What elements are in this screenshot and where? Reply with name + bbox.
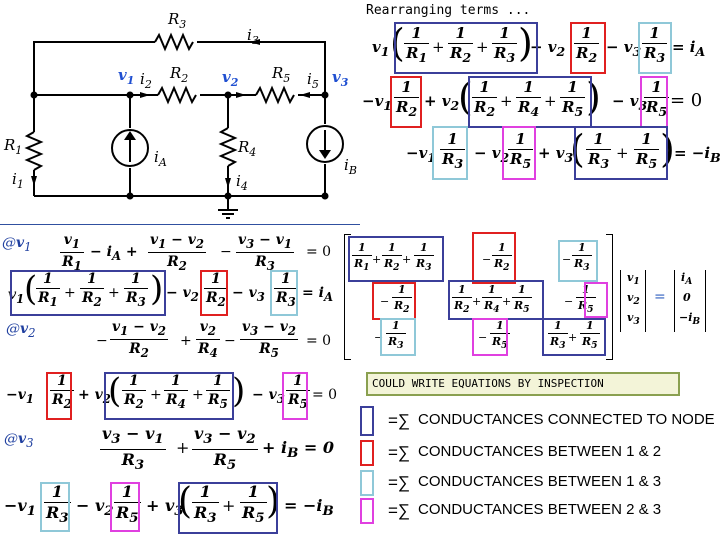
hl-mat-22 <box>448 280 544 320</box>
highlight-node2-sum <box>104 372 234 420</box>
var-v1: v1 <box>627 271 640 288</box>
label-v3: v3 <box>332 68 349 89</box>
legend: =∑ CONDUCTANCES CONNECTED TO NODE =∑ CON… <box>360 404 715 534</box>
highlight-node2-r5 <box>282 372 308 420</box>
legend-text-2: CONDUCTANCES BETWEEN 1 & 2 <box>418 443 662 460</box>
node-label-v3: @v3 <box>4 431 34 450</box>
hl-mat-13 <box>558 240 598 282</box>
highlight-node1-sum <box>10 270 166 316</box>
vector-rhs: iA 0 −iB <box>674 270 706 332</box>
highlight-node1-r3 <box>270 270 298 316</box>
divider-line <box>0 224 360 225</box>
var-v3: v3 <box>627 311 640 328</box>
label-i4: i4 <box>236 172 248 193</box>
vector-vars: v1 v2 v3 <box>620 270 646 332</box>
inspection-caption: COULD WRITE EQUATIONS BY INSPECTION <box>366 372 680 396</box>
legend-sum-2: =∑ <box>388 443 411 462</box>
legend-swatch-lightblue <box>360 470 374 496</box>
hl-mat-33 <box>542 318 606 356</box>
label-i3: i3 <box>247 26 259 47</box>
label-R3: R3 <box>168 10 187 31</box>
hl-mat-32 <box>472 318 508 356</box>
hl-tr-eq3-r5 <box>502 126 536 180</box>
matrix-bracket-left <box>344 234 351 360</box>
label-R2: R2 <box>170 64 189 85</box>
hl-tr-eq1-r2 <box>570 22 606 74</box>
rhs-3: −iB <box>679 311 701 328</box>
hl-mat-31 <box>380 318 416 356</box>
hl-mat-12 <box>472 232 516 284</box>
legend-sum-4: =∑ <box>388 501 411 520</box>
hl-mat-23 <box>584 282 608 318</box>
matrix-bracket-right <box>606 234 613 360</box>
label-i5: i5 <box>307 70 319 91</box>
var-v2: v2 <box>627 291 640 308</box>
legend-swatch-navy <box>360 406 374 436</box>
label-i1: i1 <box>12 170 24 191</box>
legend-text-4: CONDUCTANCES BETWEEN 2 & 3 <box>418 501 662 518</box>
rhs-1: iA <box>681 271 693 288</box>
hl-mat-11 <box>348 236 444 282</box>
legend-text-1: CONDUCTANCES CONNECTED TO NODE <box>418 411 715 428</box>
highlight-node3-r5 <box>110 482 140 532</box>
hl-tr-eq2-r2 <box>390 76 422 128</box>
hl-tr-eq3-sum <box>574 126 668 180</box>
legend-sum-3: =∑ <box>388 473 411 492</box>
matrix-equals: = <box>654 289 666 305</box>
hl-tr-eq2-r5 <box>640 76 668 128</box>
label-R1: R1 <box>4 136 23 157</box>
hl-tr-eq1-sum <box>394 22 538 74</box>
node-label-v1: @v1 <box>2 235 32 254</box>
highlight-node1-r2 <box>200 270 228 316</box>
legend-swatch-red <box>360 440 374 466</box>
highlight-node3-r3 <box>40 482 70 532</box>
legend-swatch-magenta <box>360 498 374 524</box>
label-v2: v2 <box>222 68 239 89</box>
rhs-2: 0 <box>683 291 691 304</box>
legend-text-3: CONDUCTANCES BETWEEN 1 & 3 <box>418 473 662 490</box>
legend-sum-1: =∑ <box>388 411 411 430</box>
label-iA: iA <box>154 148 167 169</box>
label-R4: R4 <box>238 138 257 159</box>
hl-mat-21 <box>372 282 416 320</box>
hl-tr-eq3-r3 <box>432 126 468 180</box>
hl-tr-eq2-sum <box>468 76 592 128</box>
label-i2: i2 <box>140 70 152 91</box>
circuit-diagram <box>24 32 344 219</box>
hl-tr-eq1-r3 <box>638 22 672 74</box>
highlight-node2-r2 <box>46 372 72 420</box>
label-R5: R5 <box>272 64 291 85</box>
label-iB: iB <box>344 156 357 177</box>
node-label-v2: @v2 <box>6 321 36 340</box>
rearranging-caption: Rearranging terms ... <box>366 3 531 18</box>
label-v1: v1 <box>118 66 135 87</box>
highlight-node3-sum <box>178 482 278 534</box>
